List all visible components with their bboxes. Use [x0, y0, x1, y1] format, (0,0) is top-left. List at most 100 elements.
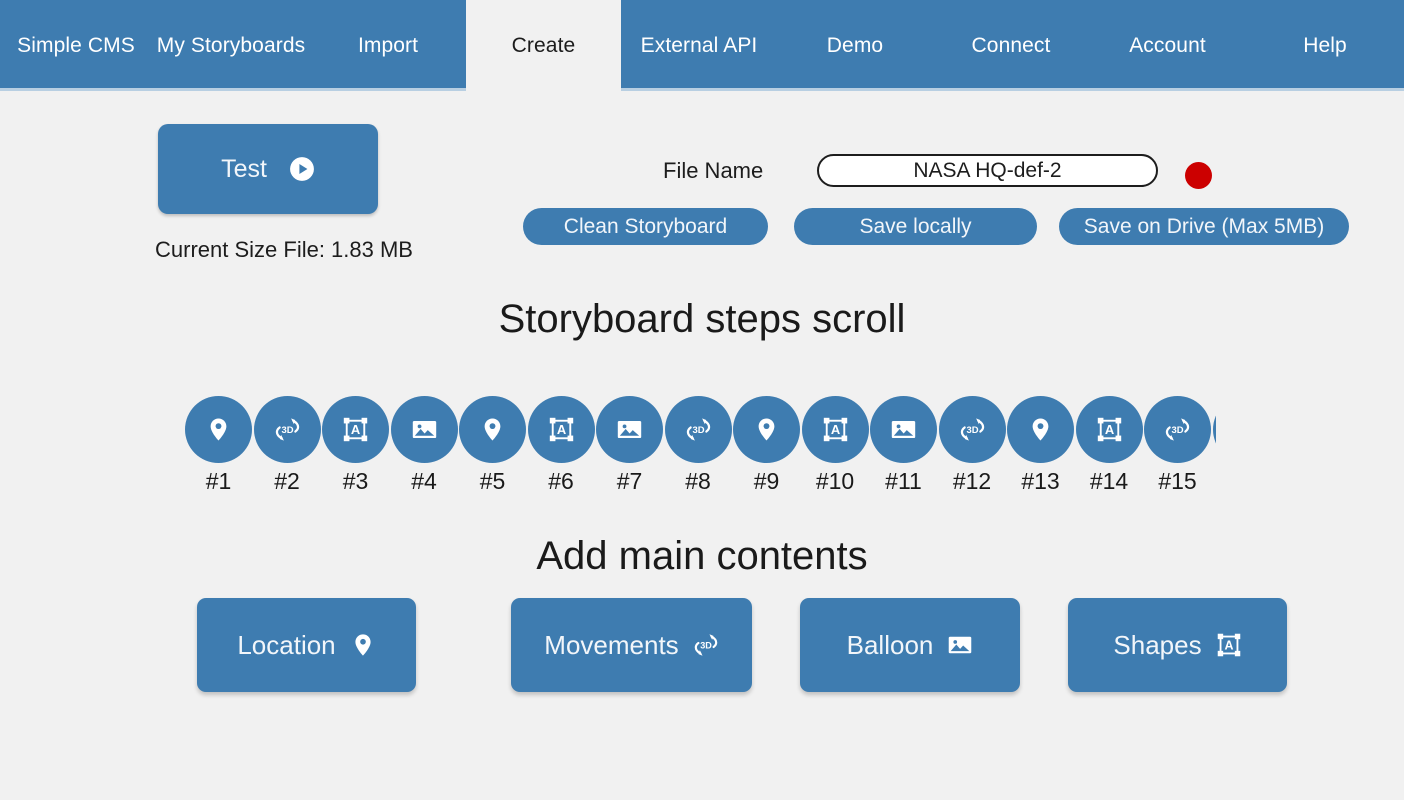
add-movements-label: Movements	[544, 629, 679, 660]
image-icon	[870, 396, 937, 463]
nav-item-import[interactable]: Import	[310, 0, 466, 91]
save-locally-label: Save locally	[859, 214, 972, 238]
location-pin-icon	[185, 396, 252, 463]
shapes-text-box-icon: A	[1075, 396, 1143, 463]
nav-label: Create	[511, 33, 576, 57]
add-shapes-label: Shapes	[1113, 629, 1202, 660]
storyboard-step[interactable]: A #14	[1075, 396, 1143, 495]
svg-text:A: A	[1224, 638, 1233, 652]
nav-label: Demo	[826, 33, 884, 57]
nav-item-account[interactable]: Account	[1089, 0, 1246, 91]
nav-label: Connect	[971, 33, 1051, 57]
add-balloon-button[interactable]: Balloon	[800, 598, 1020, 692]
storyboard-step-label: #14	[1089, 468, 1129, 494]
svg-text:3D: 3D	[1171, 425, 1183, 436]
nav-item-my-storyboards[interactable]: My Storyboards	[152, 0, 310, 91]
storyboard-step[interactable]: #13	[1007, 396, 1074, 495]
svg-text:A: A	[1104, 422, 1113, 437]
storyboard-step-label: #15	[1158, 468, 1197, 494]
current-file-size-label: Current Size File: 1.83 MB	[155, 237, 413, 262]
image-icon	[947, 632, 973, 658]
storyboard-step[interactable]: A #10	[801, 396, 869, 495]
save-locally-button[interactable]: Save locally	[794, 208, 1037, 245]
storyboard-step[interactable]: A #3	[322, 396, 389, 495]
nav-item-simple-cms[interactable]: Simple CMS	[0, 0, 152, 91]
file-name-input[interactable]	[817, 154, 1158, 187]
clean-storyboard-label: Clean Storyboard	[563, 214, 728, 238]
svg-text:3D: 3D	[692, 425, 704, 436]
nav-label: External API	[640, 33, 758, 57]
nav-label: My Storyboards	[156, 33, 306, 57]
shapes-text-box-icon: A	[527, 396, 595, 463]
add-main-contents-heading: Add main contents	[536, 534, 868, 578]
nav-item-external-api[interactable]: External API	[621, 0, 777, 91]
storyboard-step-label: #8	[685, 468, 711, 494]
storyboard-step-label: #9	[753, 468, 780, 494]
location-pin-icon	[1007, 396, 1074, 463]
svg-text:3D: 3D	[281, 425, 293, 436]
storyboard-step-label: #6	[548, 468, 574, 494]
record-status-dot[interactable]	[1185, 162, 1212, 189]
storyboard-step[interactable]: #5	[459, 396, 526, 495]
rotate-3d-icon: 3D	[693, 632, 719, 658]
storyboard-step[interactable]: 3D #8	[664, 396, 732, 495]
add-location-button[interactable]: Location	[197, 598, 416, 692]
storyboard-step[interactable]: 3D #2	[253, 396, 321, 495]
storyboard-step[interactable]: #4	[390, 396, 458, 495]
nav-item-create[interactable]: Create	[466, 0, 621, 91]
save-on-drive-label: Save on Drive (Max 5MB)	[1083, 214, 1325, 238]
add-location-label: Location	[237, 629, 336, 660]
storyboard-step-label: #4	[411, 468, 437, 494]
nav-item-demo[interactable]: Demo	[777, 0, 933, 91]
location-pin-icon	[459, 396, 526, 463]
test-button[interactable]: Test	[158, 124, 378, 214]
image-icon	[596, 396, 663, 463]
add-balloon-label: Balloon	[846, 629, 934, 660]
clean-storyboard-button[interactable]: Clean Storyboard	[523, 208, 768, 245]
play-circle-icon	[289, 156, 315, 182]
save-on-drive-button[interactable]: Save on Drive (Max 5MB)	[1059, 208, 1349, 245]
storyboard-step[interactable]: #7	[596, 396, 663, 495]
storyboard-step[interactable]: #16	[1212, 396, 1216, 495]
storyboard-steps-heading: Storyboard steps scroll	[498, 297, 906, 341]
svg-text:A: A	[556, 422, 565, 437]
storyboard-step-label: #2	[274, 468, 300, 494]
top-navigation-bar: Simple CMS My Storyboards Import Create …	[0, 0, 1404, 91]
add-movements-button[interactable]: Movements 3D	[511, 598, 752, 692]
storyboard-step[interactable]: #9	[733, 396, 800, 495]
storyboard-step-label: #13	[1021, 468, 1060, 494]
location-pin-icon	[350, 632, 376, 658]
nav-bottom-border	[0, 88, 1404, 91]
storyboard-step[interactable]: #1	[185, 396, 252, 495]
nav-label: Simple CMS	[17, 33, 135, 57]
nav-item-help[interactable]: Help	[1246, 0, 1404, 91]
rotate-3d-icon: 3D	[1144, 396, 1211, 463]
storyboard-step-label: #10	[815, 468, 855, 494]
svg-text:3D: 3D	[700, 640, 712, 650]
nav-active-tab-gap	[466, 88, 621, 91]
add-shapes-button[interactable]: Shapes A	[1068, 598, 1287, 692]
shapes-text-box-icon: A	[322, 396, 389, 463]
rotate-3d-icon: 3D	[253, 396, 321, 463]
rotate-3d-icon: 3D	[938, 396, 1006, 463]
storyboard-step-label: #3	[342, 468, 369, 494]
location-pin-icon	[733, 396, 800, 463]
storyboard-step[interactable]: #11	[870, 396, 937, 495]
storyboard-step-label: #5	[479, 468, 506, 494]
rotate-3d-icon: 3D	[664, 396, 732, 463]
storyboard-step[interactable]: 3D #15	[1144, 396, 1211, 495]
storyboard-step[interactable]: 3D#12	[938, 396, 1006, 495]
svg-text:A: A	[830, 422, 839, 437]
storyboard-step-label: #12	[952, 468, 992, 494]
storyboard-step-label: #11	[885, 468, 922, 494]
storyboard-step-label: #7	[616, 468, 643, 494]
shapes-text-box-icon: A	[801, 396, 869, 463]
nav-label: Help	[1303, 33, 1347, 57]
storyboard-step[interactable]: A #6	[527, 396, 595, 495]
nav-label: Import	[357, 33, 419, 57]
nav-item-connect[interactable]: Connect	[933, 0, 1089, 91]
storyboard-step-label: #1	[205, 468, 232, 494]
